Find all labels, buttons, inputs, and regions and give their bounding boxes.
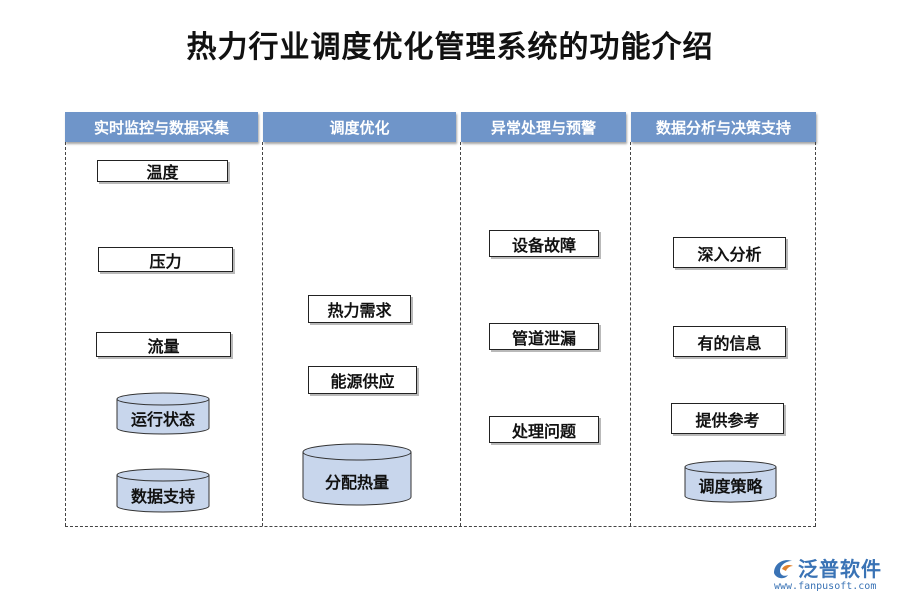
box-equipment-failure: 设备故障 bbox=[489, 230, 599, 257]
box-provide-reference: 提供参考 bbox=[671, 403, 784, 434]
cylinder-label: 运行状态 bbox=[130, 410, 195, 429]
column-header-scheduling: 调度优化 bbox=[263, 112, 456, 142]
cylinder-scheduling-strategy: 调度策略 bbox=[684, 460, 777, 504]
brand-logo: 泛普软件 www.fanpusoft.com bbox=[770, 553, 895, 597]
cylinder-shape bbox=[116, 468, 210, 513]
box-energy-supply: 能源供应 bbox=[308, 366, 417, 394]
box-in-depth-analysis: 深入分析 bbox=[673, 237, 786, 268]
box-flow: 流量 bbox=[96, 332, 231, 357]
box-heat-demand: 热力需求 bbox=[308, 295, 411, 323]
column-scheduling bbox=[263, 142, 461, 526]
logo-swirl-icon bbox=[774, 560, 793, 579]
column-header-exception: 异常处理与预警 bbox=[461, 112, 626, 142]
cylinder-shape bbox=[116, 392, 210, 435]
column-monitoring bbox=[65, 142, 263, 526]
box-pipe-leakage: 管道泄漏 bbox=[489, 323, 599, 350]
cylinder-label: 调度策略 bbox=[698, 477, 763, 496]
bottom-dashed-line bbox=[65, 526, 816, 527]
box-temperature: 温度 bbox=[97, 160, 228, 182]
diagram-title: 热力行业调度优化管理系统的功能介绍 bbox=[186, 30, 714, 65]
cylinder-label: 数据支持 bbox=[130, 487, 195, 506]
box-useful-information: 有的信息 bbox=[673, 326, 786, 357]
logo-name: 泛普软件 bbox=[798, 557, 882, 581]
cylinder-data-support: 数据支持 bbox=[116, 468, 210, 514]
cylinder-heat-distribution: 分配热量 bbox=[302, 443, 412, 507]
column-exception bbox=[461, 142, 631, 526]
column-header-monitoring: 实时监控与数据采集 bbox=[65, 112, 258, 142]
column-header-analysis: 数据分析与决策支持 bbox=[631, 112, 816, 142]
cylinder-shape bbox=[684, 460, 777, 503]
box-handle-issues: 处理问题 bbox=[489, 416, 599, 443]
box-pressure: 压力 bbox=[98, 247, 233, 272]
cylinder-label: 分配热量 bbox=[324, 473, 389, 492]
logo-url: www.fanpusoft.com bbox=[774, 581, 877, 592]
cylinder-operating-status: 运行状态 bbox=[116, 392, 210, 436]
column-analysis bbox=[631, 142, 816, 526]
cylinder-shape bbox=[302, 443, 412, 506]
